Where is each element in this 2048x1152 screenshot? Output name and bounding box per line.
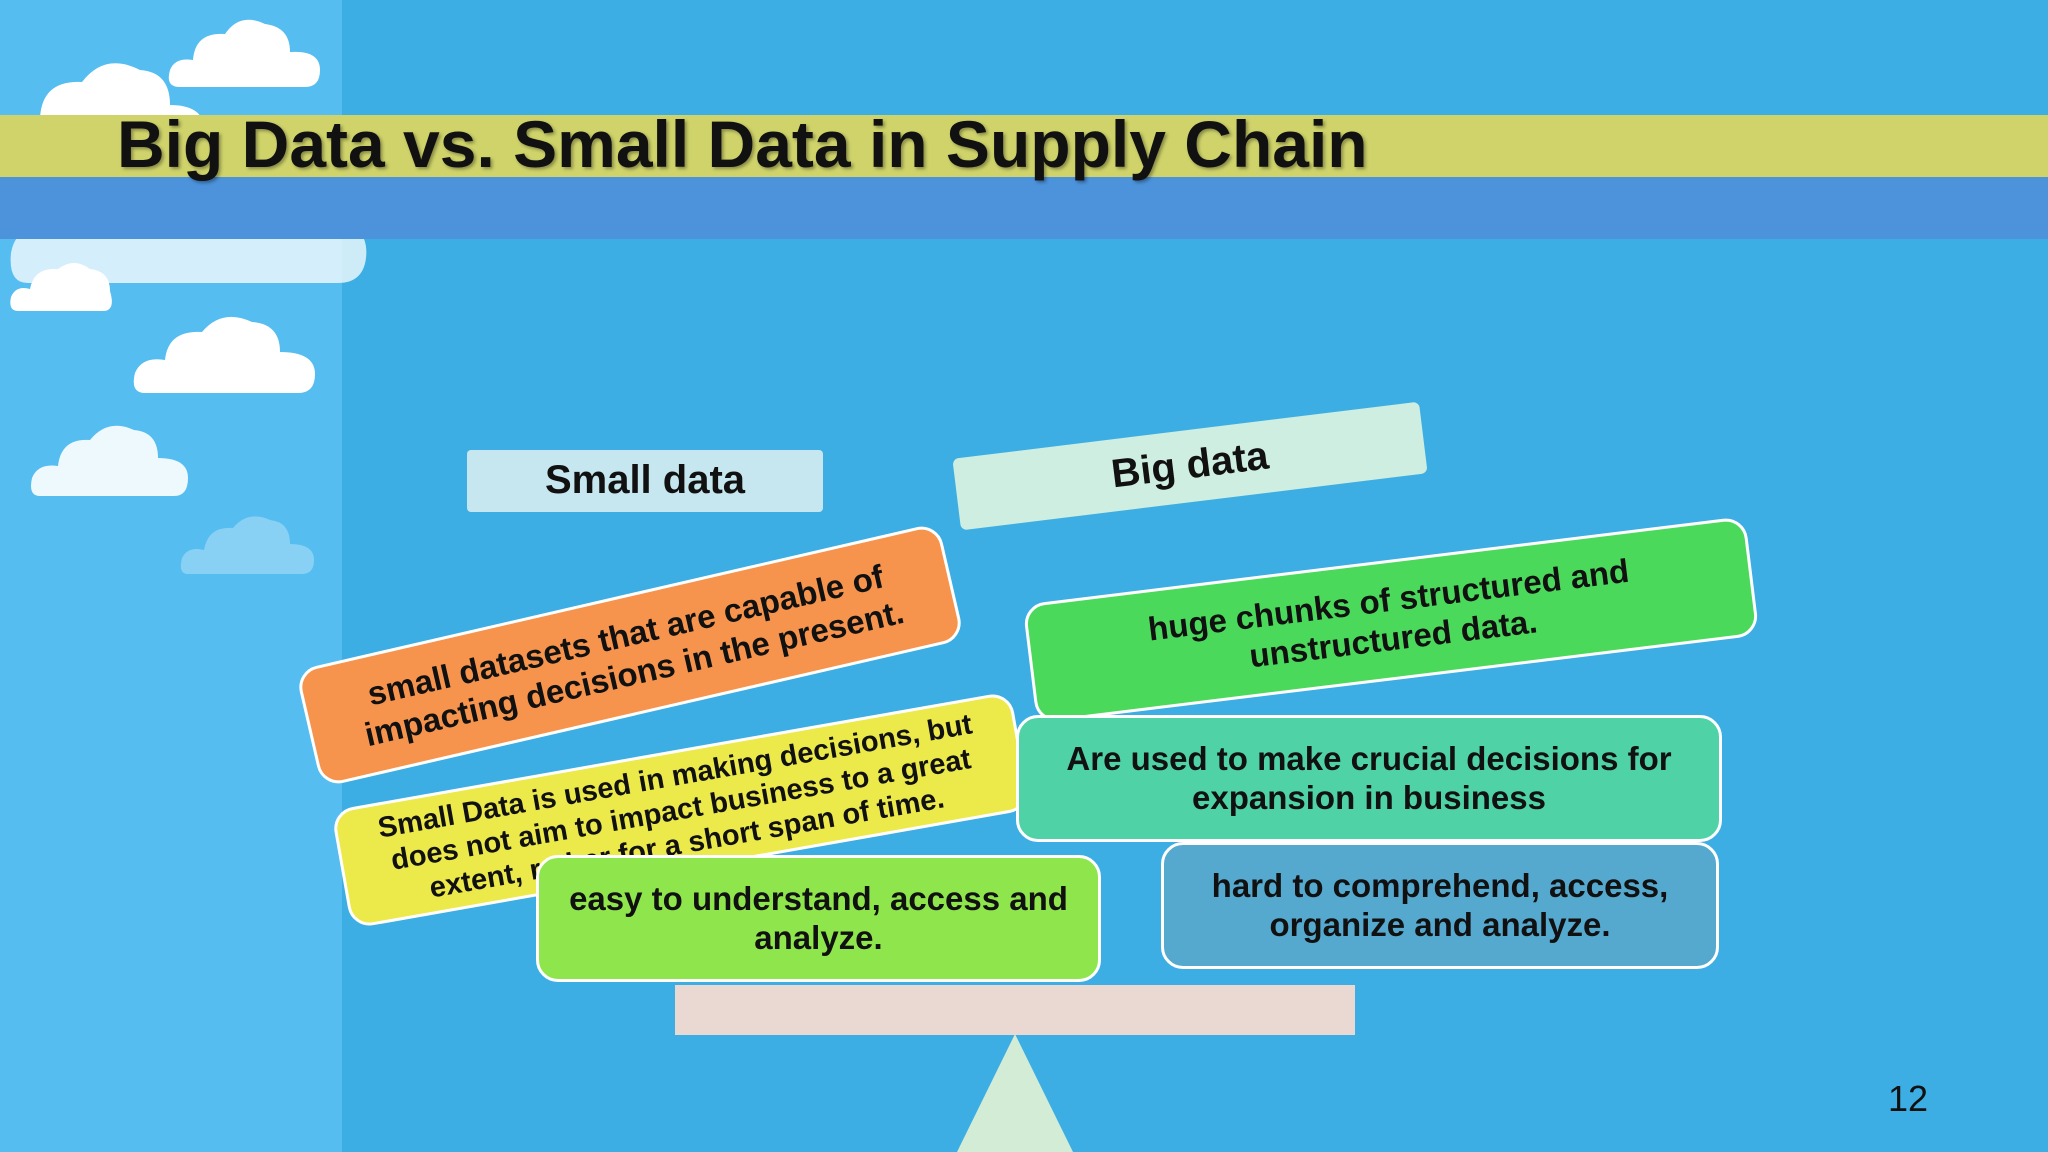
slide-title: Big Data vs. Small Data in Supply Chain (117, 107, 1368, 181)
big-data-decisions: Are used to make crucial decisions for e… (1016, 715, 1722, 842)
cloud-icon (10, 263, 112, 311)
accent-band (0, 177, 2048, 239)
big-data-definition: huge chunks of structured and unstructur… (1022, 516, 1760, 724)
balance-beam (675, 985, 1355, 1035)
cloud-icon (133, 316, 315, 393)
cloud-icon (168, 19, 320, 87)
big-data-difficulty: hard to comprehend, access, organize and… (1161, 842, 1719, 969)
big-data-header: Big data (952, 401, 1428, 531)
small-data-header: Small data (467, 450, 823, 512)
small-data-ease: easy to understand, access and analyze. (536, 855, 1101, 982)
cloud-icon (31, 425, 188, 496)
cloud-icon (180, 516, 314, 574)
title-band (0, 115, 2048, 177)
fulcrum-triangle-icon (957, 1034, 1073, 1152)
page-number: 12 (1888, 1078, 1929, 1119)
